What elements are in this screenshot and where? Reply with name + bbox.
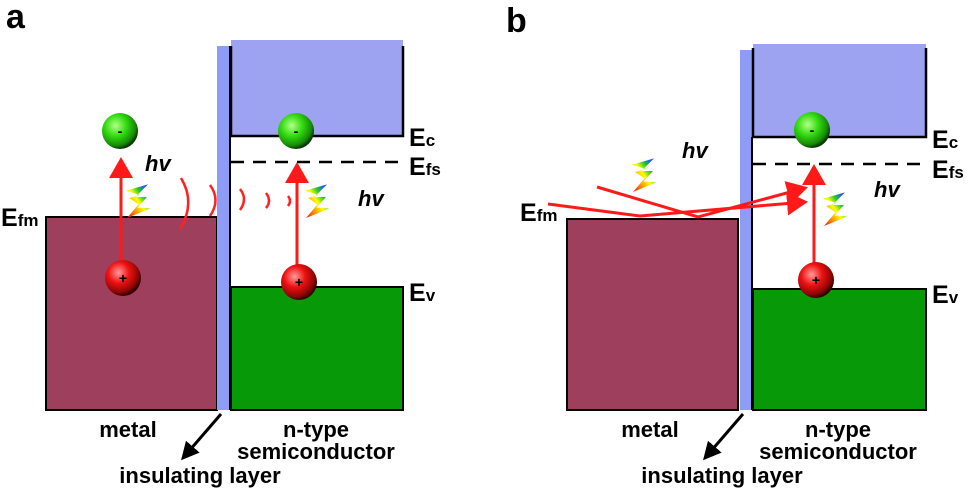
electron-sign: - [810, 122, 815, 138]
photon-label: hv [145, 151, 172, 176]
label-ec: Ec [932, 126, 958, 154]
hole-sign: + [295, 274, 303, 290]
label-ev: Ev [932, 281, 959, 309]
hole-particle [798, 262, 834, 298]
photon-bolt-icon [304, 184, 330, 218]
panel-label-a: a [6, 0, 26, 36]
hole-sign: + [119, 270, 127, 286]
hole-particle [105, 260, 141, 296]
insulator-label: insulating layer [119, 463, 281, 488]
photon-label: hv [358, 186, 385, 211]
electron-particle [102, 113, 138, 149]
label-efs: Efs [932, 156, 964, 184]
photon-label: hv [874, 177, 901, 202]
metal-label: metal [621, 417, 678, 442]
electron-sign: - [294, 123, 299, 139]
metal-label: metal [99, 417, 156, 442]
plasmon-waves [178, 177, 292, 230]
label-efm: Efm [520, 199, 557, 227]
label-ev: Ev [409, 279, 436, 307]
conduction-band [753, 44, 926, 137]
insulator-pointer-arrow [703, 413, 745, 461]
insulating-layer [217, 46, 230, 410]
photon-bolt-icon [125, 184, 151, 218]
photon-bolt-icon [631, 158, 657, 192]
hole-sign: + [812, 272, 820, 288]
photon-label: hv [682, 138, 709, 163]
insulator-pointer-arrow [181, 413, 223, 461]
label-ec: Ec [409, 124, 435, 152]
electron-particle [794, 112, 830, 148]
insulator-label: insulating layer [641, 463, 803, 488]
semiconductor-label-line2: semiconductor [759, 439, 917, 464]
metal-block [45, 216, 218, 411]
semiconductor-label-line1: n-type [283, 417, 349, 442]
label-efm: Efm [1, 204, 38, 232]
scattered-light-rays [547, 181, 808, 219]
panel-b: b Ec Efs Ev Efm hv hv - + metal n-type s… [506, 2, 964, 488]
panel-a: a Ec Efs Ev Efm hv hv [1, 0, 441, 488]
hole-particle [281, 264, 317, 300]
label-efs: Efs [409, 153, 441, 181]
electron-sign: - [118, 123, 123, 139]
metal-block [566, 218, 739, 411]
semiconductor-label-line2: semiconductor [237, 439, 395, 464]
conduction-band [231, 40, 403, 136]
electron-particle [278, 113, 314, 149]
semiconductor-label-line1: n-type [805, 417, 871, 442]
valence-band [752, 288, 927, 411]
insulating-layer [740, 50, 752, 410]
photon-bolt-icon [822, 192, 848, 226]
panel-label-b: b [506, 2, 527, 40]
valence-band [230, 286, 404, 411]
